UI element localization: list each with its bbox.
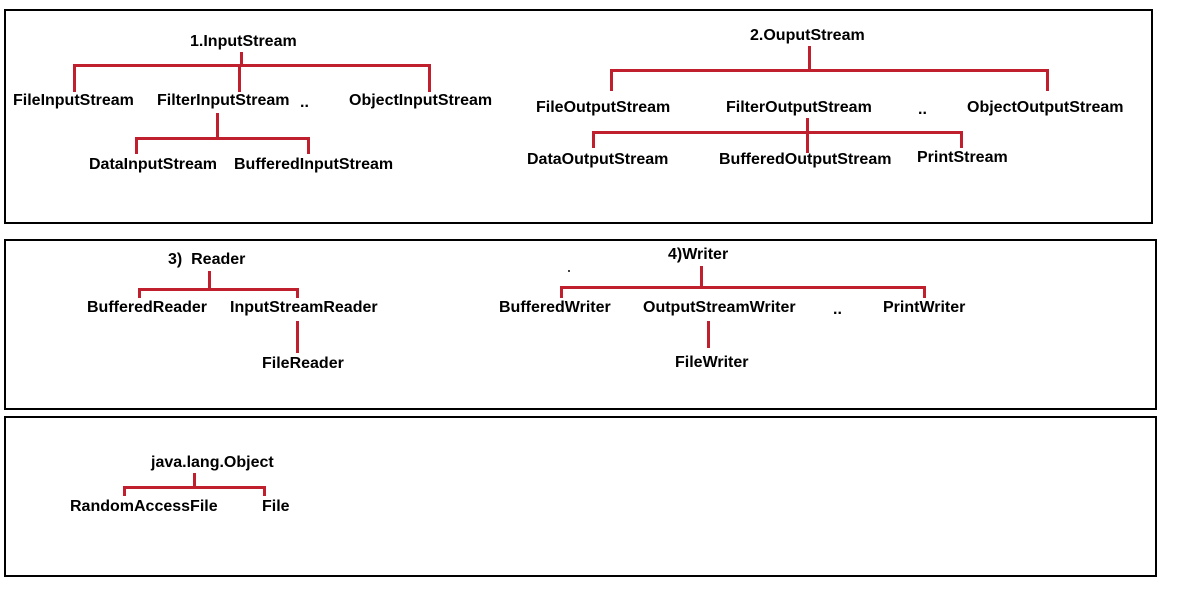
connector — [135, 137, 310, 140]
node-file: File — [262, 498, 290, 515]
connector — [592, 131, 963, 134]
connector — [73, 64, 431, 67]
node-bufferedwriter: BufferedWriter — [499, 299, 611, 316]
node-filteroutputstream: FilterOutputStream — [726, 99, 872, 116]
connector — [123, 486, 126, 496]
node-fileoutputstream: FileOutputStream — [536, 99, 671, 116]
connector — [135, 137, 138, 154]
node-printstream: PrintStream — [917, 149, 1008, 166]
ellipsis: .. — [833, 301, 842, 318]
connector — [73, 64, 76, 92]
ellipsis: .. — [300, 94, 309, 111]
connector — [263, 486, 266, 496]
connector — [806, 118, 809, 153]
node-fileinputstream: FileInputStream — [13, 92, 134, 109]
connector — [208, 271, 211, 290]
connector — [560, 286, 926, 289]
node-outputstream: 2.OuputStream — [750, 27, 865, 44]
connector — [216, 113, 219, 139]
connector — [428, 64, 431, 92]
node-filterinputstream: FilterInputStream — [157, 92, 290, 109]
node-object: java.lang.Object — [151, 454, 274, 471]
connector — [707, 321, 710, 348]
connector — [808, 46, 811, 71]
panel-byte-streams — [4, 9, 1153, 224]
connector — [193, 473, 196, 488]
node-bufferedreader: BufferedReader — [87, 299, 208, 316]
connector — [700, 266, 703, 288]
node-dataoutputstream: DataOutputStream — [527, 151, 669, 168]
node-bufferedoutputstream: BufferedOutputStream — [719, 151, 892, 168]
connector — [923, 286, 926, 298]
node-filereader: FileReader — [262, 355, 344, 372]
panel-object — [4, 416, 1157, 577]
node-inputstreamreader: InputStreamReader — [230, 299, 378, 316]
connector — [240, 52, 243, 66]
node-reader: 3) Reader — [168, 251, 246, 268]
connector — [138, 288, 141, 298]
connector — [138, 288, 299, 291]
node-objectoutputstream: ObjectOutputStream — [967, 99, 1124, 116]
ellipsis: .. — [918, 101, 927, 118]
stray-mark — [568, 270, 570, 272]
connector — [296, 321, 299, 353]
node-objectinputstream: ObjectInputStream — [349, 92, 493, 109]
panel-char-streams — [4, 239, 1157, 410]
node-writer: 4)Writer — [668, 246, 729, 263]
connector — [592, 131, 595, 148]
node-bufferedinputstream: BufferedInputStream — [234, 156, 394, 173]
node-inputstream: 1.InputStream — [190, 33, 297, 50]
connector — [296, 288, 299, 298]
connector — [1046, 69, 1049, 91]
node-filewriter: FileWriter — [675, 354, 749, 371]
connector — [610, 69, 1049, 72]
connector — [238, 64, 241, 92]
node-datainputstream: DataInputStream — [89, 156, 218, 173]
connector — [960, 131, 963, 148]
connector — [307, 137, 310, 154]
node-printwriter: PrintWriter — [883, 299, 966, 316]
connector — [560, 286, 563, 298]
node-outputstreamwriter: OutputStreamWriter — [643, 299, 796, 316]
connector — [123, 486, 266, 489]
node-randomaccessfile: RandomAccessFile — [70, 498, 218, 515]
connector — [610, 69, 613, 91]
